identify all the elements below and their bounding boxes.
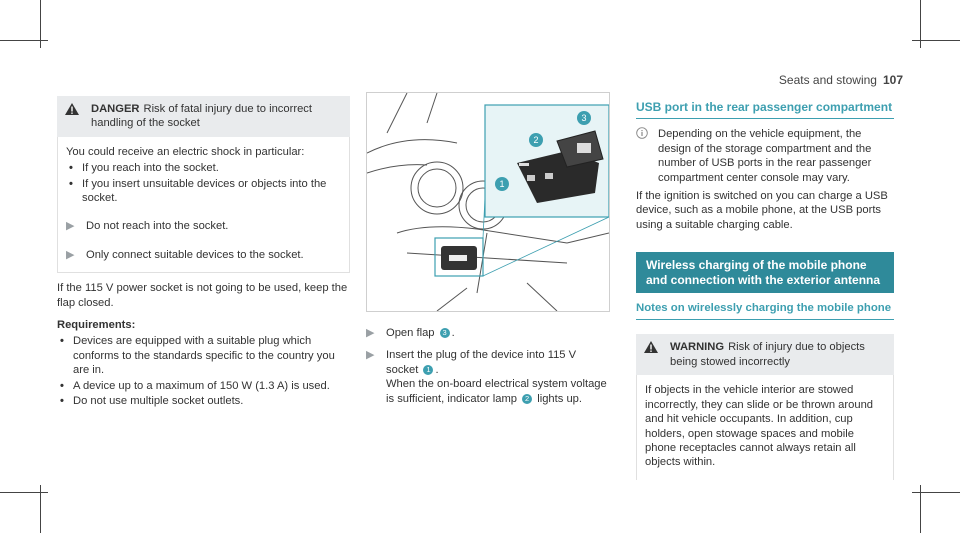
page-number: 107 [882, 73, 903, 87]
info-icon [636, 127, 658, 185]
step-text: Do not reach into the socket. [86, 220, 229, 233]
danger-body: You could receive an electric shock in p… [57, 136, 350, 274]
crop-mark [0, 40, 48, 41]
danger-intro: You could receive an electric shock in p… [66, 145, 305, 158]
crop-mark [912, 492, 960, 493]
requirements-list: Devices are equipped with a suitable plu… [57, 334, 350, 408]
socket-illustration: 3 2 1 [366, 92, 610, 312]
notes-heading: Notes on wirelessly charging the mobile … [636, 301, 894, 321]
danger-label: DANGER [91, 103, 140, 115]
step-text: Insert the plug of the device into 115 V… [386, 349, 577, 376]
danger-list: If you reach into the socket. If you ins… [66, 161, 341, 205]
step-arrow-icon: ▶ [366, 349, 375, 362]
requirements-label: Requirements: [57, 319, 136, 332]
callout-3: 3 [577, 111, 591, 125]
section-title: Seats and stowing [778, 73, 877, 87]
warning-body: If objects in the vehicle interior are s… [636, 375, 894, 480]
callout-ref: 1 [423, 364, 434, 375]
crop-mark [920, 0, 921, 48]
instruction-step: ▶ Insert the plug of the device into 115… [366, 349, 607, 405]
instruction-step: ▶ Open flap 3. [366, 327, 455, 339]
crop-mark [40, 0, 41, 48]
warning-label: WARNING [670, 341, 725, 354]
list-item: If you reach into the socket. [66, 161, 341, 176]
danger-title: Risk of fatal injury due to incorrect ha… [91, 103, 312, 130]
list-item: Do not use multiple socket outlets. [57, 394, 350, 409]
callout-1: 1 [495, 177, 509, 191]
usb-heading: USB port in the rear passenger compartme… [636, 100, 894, 120]
crop-mark [40, 485, 41, 533]
warning-triangle-icon [65, 102, 91, 119]
callout-2: 2 [529, 133, 543, 147]
crop-mark [920, 485, 921, 533]
page-header: Seats and stowing 107 [779, 73, 903, 87]
list-item: Devices are equipped with a suitable plu… [57, 334, 350, 377]
step-text: Open flap [386, 327, 435, 339]
column-right: USB port in the rear passenger compartme… [636, 100, 894, 480]
instruction-step: ▶ Only connect suitable devices to the s… [66, 248, 341, 262]
warning-title: Risk of injury due to objects being stow… [670, 341, 865, 368]
step-arrow-icon: ▶ [66, 248, 75, 261]
callout-ref: 2 [522, 393, 533, 404]
callout-ref: 3 [439, 328, 450, 339]
note-text: Depending on the vehicle equipment, the … [658, 128, 872, 184]
step-text: Only connect suitable devices to the soc… [86, 248, 304, 261]
warning-triangle-icon [644, 340, 670, 357]
crop-mark [912, 40, 960, 41]
instruction-step: ▶ Do not reach into the socket. [66, 219, 341, 233]
paragraph: If the ignition is switched on you can c… [636, 190, 888, 231]
wireless-heading: Wireless charging of the mobile phone an… [636, 252, 894, 294]
crop-mark [0, 492, 48, 493]
paragraph: If the 115 V power socket is not going t… [57, 282, 348, 309]
list-item: A device up to a maximum of 150 W (1.3 A… [57, 379, 350, 394]
console-drawing [367, 93, 609, 311]
step-arrow-icon: ▶ [366, 327, 375, 339]
step-text: When the on-board electrical system volt… [386, 378, 607, 405]
list-item: If you insert unsuitable devices or obje… [66, 177, 341, 206]
step-text: lights up. [537, 392, 582, 405]
info-note: Depending on the vehicle equipment, the … [636, 127, 894, 185]
column-middle: 3 2 1 ▶ Open flap 3. ▶ Insert the plug o… [366, 92, 610, 406]
step-arrow-icon: ▶ [66, 220, 75, 233]
